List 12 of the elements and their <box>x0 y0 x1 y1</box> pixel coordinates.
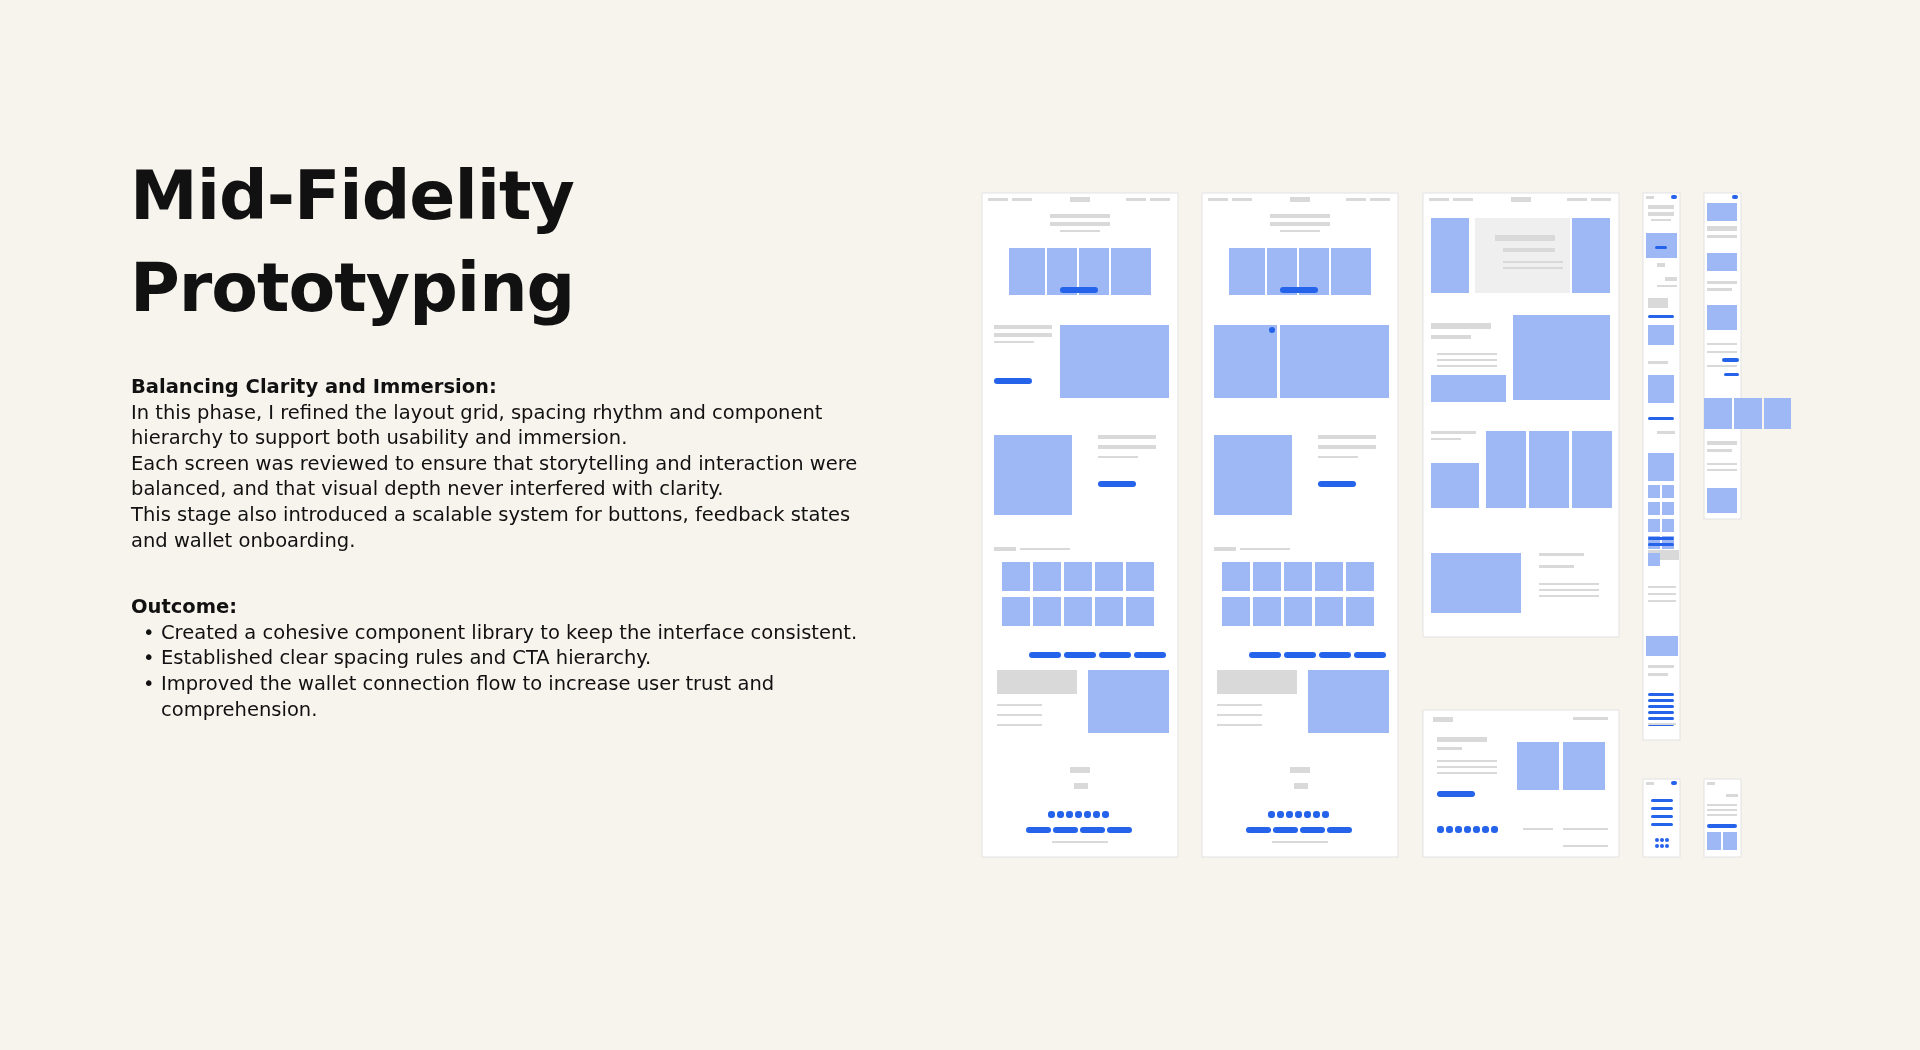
bullet-text: Created a cohesive component library to keep the interface consistent. <box>161 619 858 646</box>
bullet-marker: • <box>143 645 156 671</box>
bullet-text: Established clear spacing rules and CTA hierarchy. <box>161 645 652 671</box>
bullet-marker: • <box>143 619 156 646</box>
title: Mid-Fidelity Prototyping <box>130 155 576 329</box>
bullet-text: Improved the wallet connection flow to increase user trust and comprehension. <box>161 670 776 723</box>
paragraph: In this phase, I refined the layout grid, spacing rhythm and component hierarchy to support both usability and immersion. <box>131 399 824 451</box>
bullet-marker: • <box>143 670 156 697</box>
section-heading: Balancing Clarity and Immersion: <box>131 374 498 400</box>
paragraph: Each screen was reviewed to ensure that storytelling and interaction were balanced, and that visual depth never interfered with clarity. <box>131 450 859 502</box>
paragraph: This stage also introduced a scalable system for buttons, feedback states and wallet onboarding. <box>131 501 852 554</box>
section-heading: Outcome: <box>131 594 239 620</box>
